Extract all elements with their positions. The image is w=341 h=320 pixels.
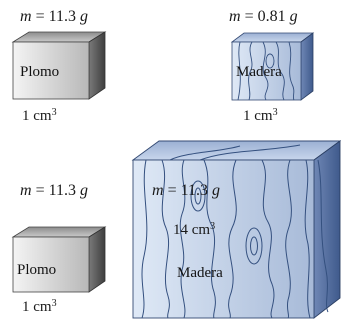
wood-large-mass-label: m = 11.3 g: [152, 182, 220, 199]
wood-cube-large-top-face: [133, 141, 340, 160]
wood-large-volume-label: 14 cm3: [173, 221, 215, 239]
wood-cube-small-side-face: [301, 33, 313, 100]
lead-bottom-volume-label: 1 cm3: [22, 298, 57, 316]
lead-bottom-material-label: Plomo: [17, 262, 56, 278]
wood-small-material-label: Madera: [236, 64, 282, 80]
lead-material-label: Plomo: [20, 64, 59, 80]
lead-bottom-mass-label: m = 11.3 g: [20, 182, 88, 199]
wood-cube-small: Madera: [232, 33, 313, 100]
wood-large-material-label: Madera: [177, 265, 223, 281]
lead-cube-bottom: Plomo: [13, 227, 105, 292]
lead-cube-bottom-side-face: [89, 227, 105, 292]
wood-cube-large: m = 11.3 g 14 cm3 Madera: [133, 141, 340, 318]
lead-mass-label: m = 11.3 g: [20, 8, 88, 25]
lead-volume-label: 1 cm3: [22, 107, 57, 125]
lead-cube-side-face: [89, 32, 105, 99]
wood-cube-small-top-face: [232, 33, 313, 42]
wood-small-volume-label: 1 cm3: [243, 107, 278, 125]
lead-cube-top: Plomo: [13, 32, 105, 99]
wood-small-mass-label: m = 0.81 g: [229, 8, 298, 25]
